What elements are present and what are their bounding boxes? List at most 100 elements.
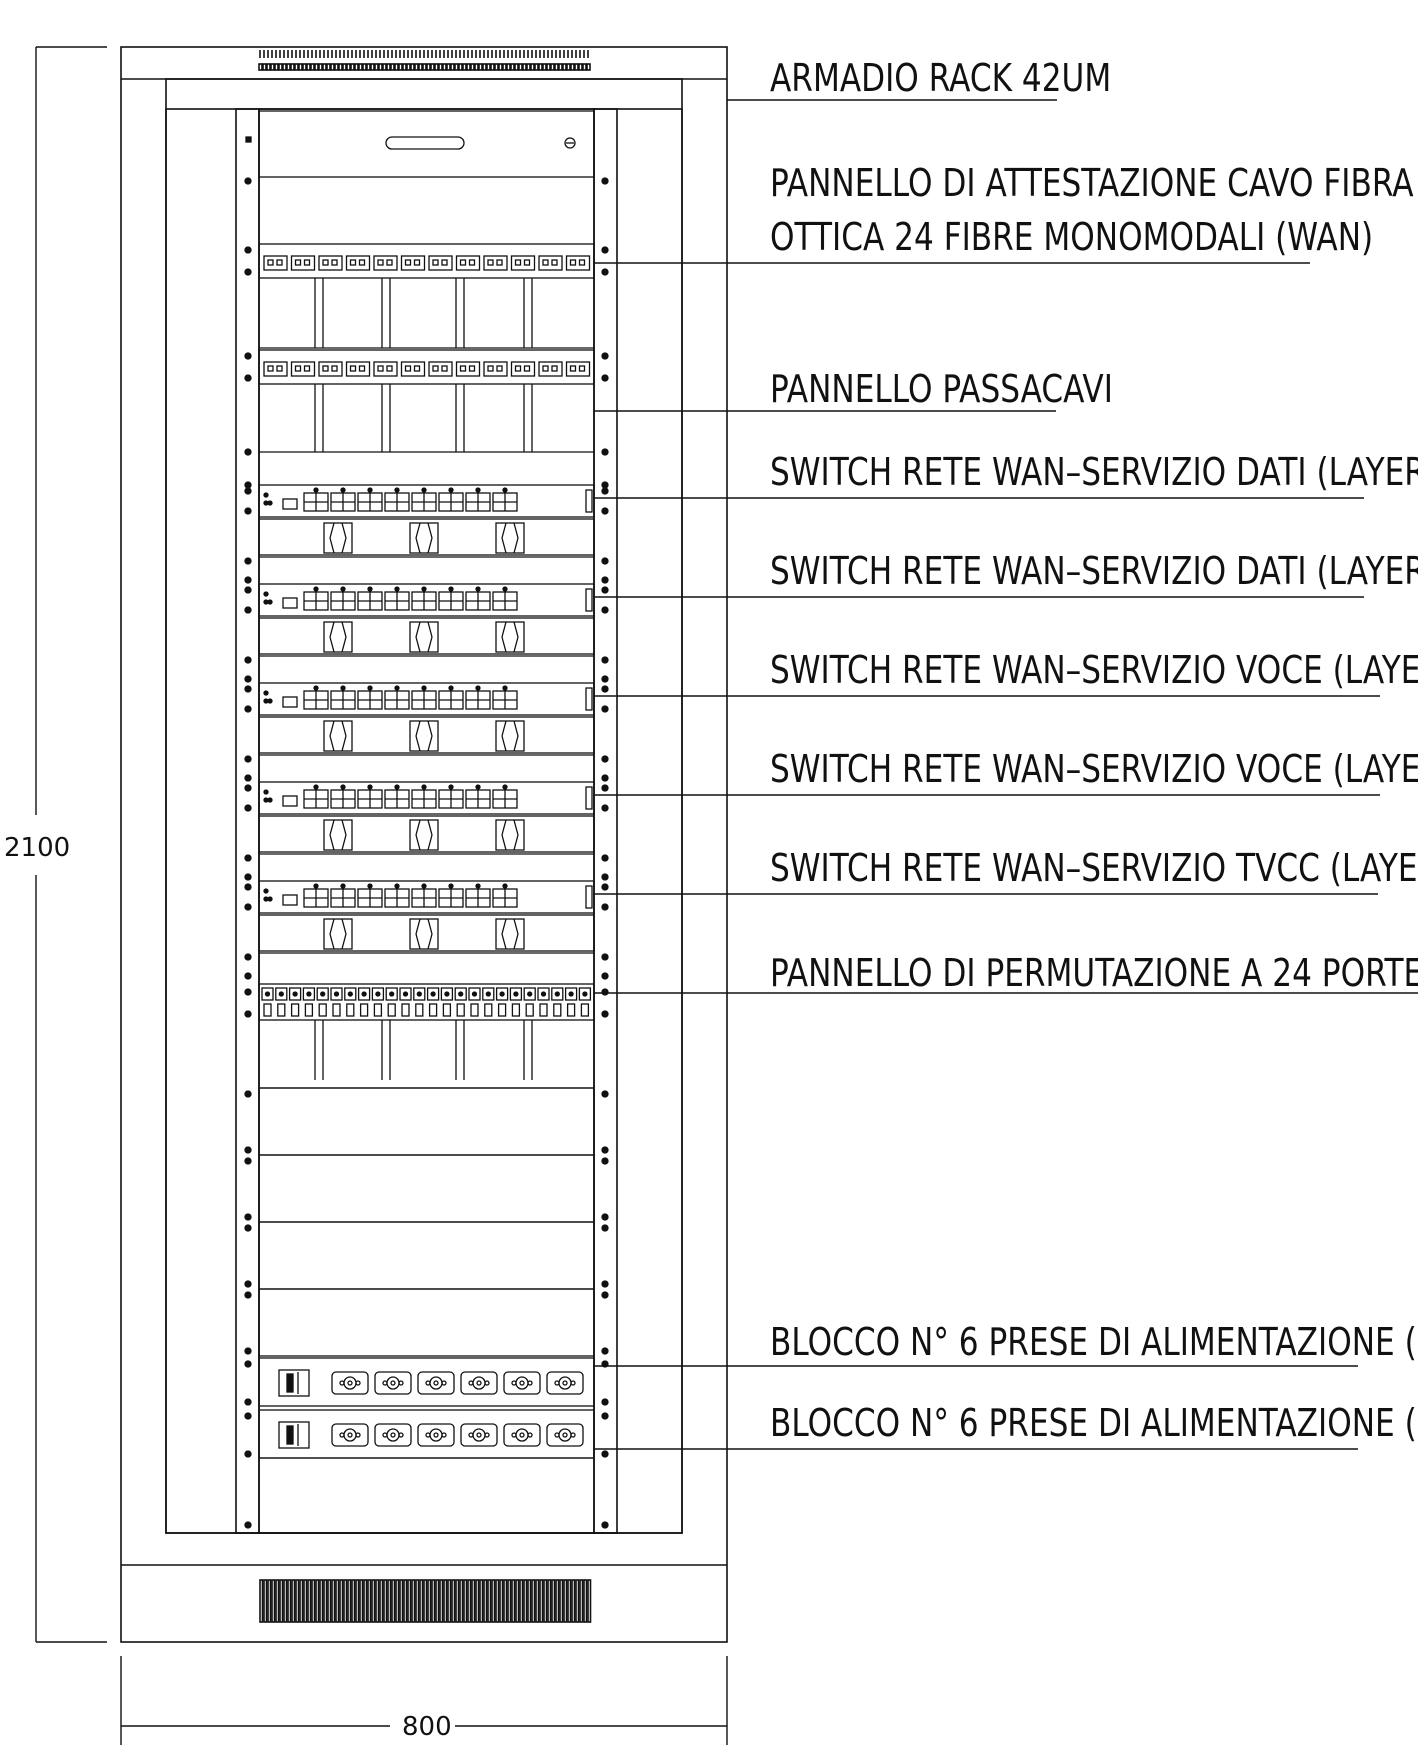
rail-screw-right (601, 557, 609, 565)
bottom-vent-slot (387, 1579, 392, 1623)
label-prese-2: BLOCCO N° 6 PRESE DI ALIMENTAZIONE (2) (770, 1402, 1418, 1446)
bottom-vent-slot (587, 1579, 592, 1623)
rail-screw-right (601, 576, 609, 584)
socket-outlet (503, 1371, 541, 1395)
top-vent-hole (570, 63, 575, 71)
bottom-vent-slot (519, 1579, 524, 1623)
bottom-vent-slot (583, 1579, 588, 1623)
socket-pin (433, 1380, 439, 1386)
top-vent-hole (266, 63, 271, 71)
power-switch (278, 1421, 310, 1449)
socket-pin (390, 1380, 396, 1386)
top-vent-hole (402, 63, 407, 71)
socket-face (515, 1428, 529, 1442)
fiber-panel (258, 243, 595, 279)
rail-screw-left (244, 988, 252, 996)
rail-screw-left (244, 854, 252, 862)
bottom-vent-slot (567, 1579, 572, 1623)
cable-ring-curve (501, 621, 507, 638)
cable-ring-curve (513, 636, 519, 653)
cable-ring-curve (329, 918, 335, 935)
cable-ring-curve (501, 537, 507, 554)
cable-guides (314, 384, 533, 452)
rj45-jack (456, 1003, 465, 1017)
bottom-vent-slot (347, 1579, 352, 1623)
rj45-jack (442, 1003, 452, 1017)
rail-screw-right (601, 1347, 609, 1355)
top-vent-hole (386, 63, 391, 71)
rj45-port (330, 987, 343, 1001)
cable-ring-curve (415, 621, 421, 638)
fiber-port-left (542, 365, 549, 372)
cable-ring-curve (513, 918, 519, 935)
socket-pin (554, 1380, 560, 1386)
fiber-port-right (413, 365, 421, 372)
socket-pin (562, 1432, 568, 1438)
top-vent-hole (502, 63, 507, 71)
bottom-vent-slot (311, 1579, 316, 1623)
top-vent-hole (422, 63, 427, 71)
rail-screw-right (601, 873, 609, 881)
cable-ring-curve (415, 636, 421, 653)
port-led (340, 883, 346, 889)
top-vent-hole (338, 63, 343, 71)
cable-ring-curve (501, 720, 507, 737)
socket-outlet (503, 1423, 541, 1447)
power-strip-body (258, 1357, 595, 1407)
rail-screw-left (244, 1360, 252, 1368)
bottom-vent-slot (515, 1579, 520, 1623)
socket-pin (355, 1432, 361, 1438)
fiber-port-left (514, 365, 522, 372)
inner-frame (165, 108, 683, 1534)
bottom-vent-slot (287, 1579, 292, 1623)
socket-outlet (374, 1423, 412, 1447)
rail-screw-right (601, 448, 609, 456)
cable-ring (409, 621, 439, 653)
rail-screw-left (244, 1347, 252, 1355)
top-vent-hole (286, 63, 291, 71)
bottom-vent-slot (483, 1579, 488, 1623)
cable-ring (495, 621, 525, 653)
label-prese-1: BLOCCO N° 6 PRESE DI ALIMENTAZIONE (1) (770, 1321, 1418, 1365)
socket-pin (468, 1432, 474, 1438)
rail-screw-left (244, 804, 252, 812)
rj45-led (527, 991, 533, 997)
fiber-port (538, 361, 563, 377)
socket-pin (527, 1432, 533, 1438)
cable-ring (495, 720, 525, 752)
rail-screw-right (601, 1146, 609, 1154)
top-vent-hole (390, 63, 395, 71)
fiber-port (318, 255, 343, 271)
bottom-vent-slot (383, 1579, 388, 1623)
rj45-led (540, 991, 547, 997)
rail-screw-left (244, 873, 252, 881)
fiber-port (373, 255, 398, 271)
fiber-port-right (578, 259, 586, 266)
rj45-led (430, 991, 436, 997)
port-led (394, 685, 400, 691)
rj45-led (278, 991, 284, 997)
rj45-jack (553, 1003, 562, 1017)
top-vent-hole (574, 63, 579, 71)
cable-ring (323, 819, 353, 851)
top-vent-hole (330, 63, 335, 71)
bottom-vent-slot (467, 1579, 472, 1623)
rj45-led (264, 991, 271, 997)
cable-ring-curve (501, 636, 507, 653)
rj45-led (513, 991, 519, 997)
socket-pin (511, 1432, 517, 1438)
fiber-port (455, 255, 481, 271)
socket-face (343, 1428, 357, 1442)
lock-icon (564, 137, 576, 149)
port-led (448, 487, 454, 493)
socket-face (515, 1376, 529, 1390)
bottom-vent-slot (391, 1579, 396, 1623)
fiber-port-left (487, 259, 494, 266)
rj45-led (375, 991, 381, 997)
rail-screw-right (601, 246, 609, 254)
bottom-vent-slot (579, 1579, 584, 1623)
switch-ear (585, 588, 593, 612)
port-led (448, 883, 454, 889)
top-vent-hole (430, 63, 435, 71)
port-led (448, 586, 454, 592)
